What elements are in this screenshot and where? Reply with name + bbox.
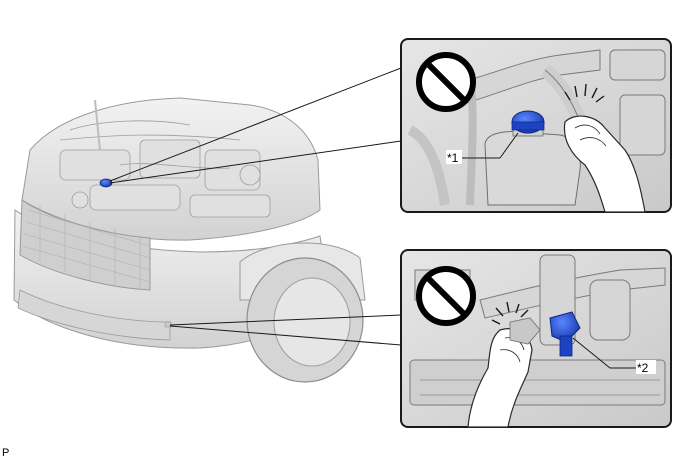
grille-mesh: [21, 205, 151, 288]
inset-bottom-components: [409, 254, 666, 406]
prohibition-icon: [416, 52, 476, 112]
front-wheel-rim: [273, 277, 351, 367]
hot-warning-icon: [564, 83, 605, 103]
hood-prop-rod: [94, 99, 101, 151]
reservoir-cap-side: [511, 121, 545, 131]
callout-1-label: *1: [447, 151, 459, 165]
inset-top: *1: [400, 38, 672, 213]
vehicle-grille: [19, 199, 151, 291]
engine-bay: [59, 120, 271, 218]
lower-intake: [17, 289, 171, 341]
figure-id: P: [2, 447, 10, 459]
callout-2-label: *2: [637, 361, 649, 375]
coolant-reservoir: [484, 131, 581, 206]
hand-reaching-top: [563, 115, 646, 213]
hot-warning-icon: [491, 301, 529, 325]
prohibition-icon: [416, 266, 476, 326]
radiator-cap: [549, 311, 581, 357]
callout-1: *1: [446, 132, 519, 165]
vehicle-front-view: [13, 97, 366, 383]
filler-neck-cap: [509, 317, 541, 345]
callout-2: *2: [572, 337, 656, 375]
inset-bottom: *2: [400, 249, 672, 428]
leader-lines: [109, 67, 402, 346]
